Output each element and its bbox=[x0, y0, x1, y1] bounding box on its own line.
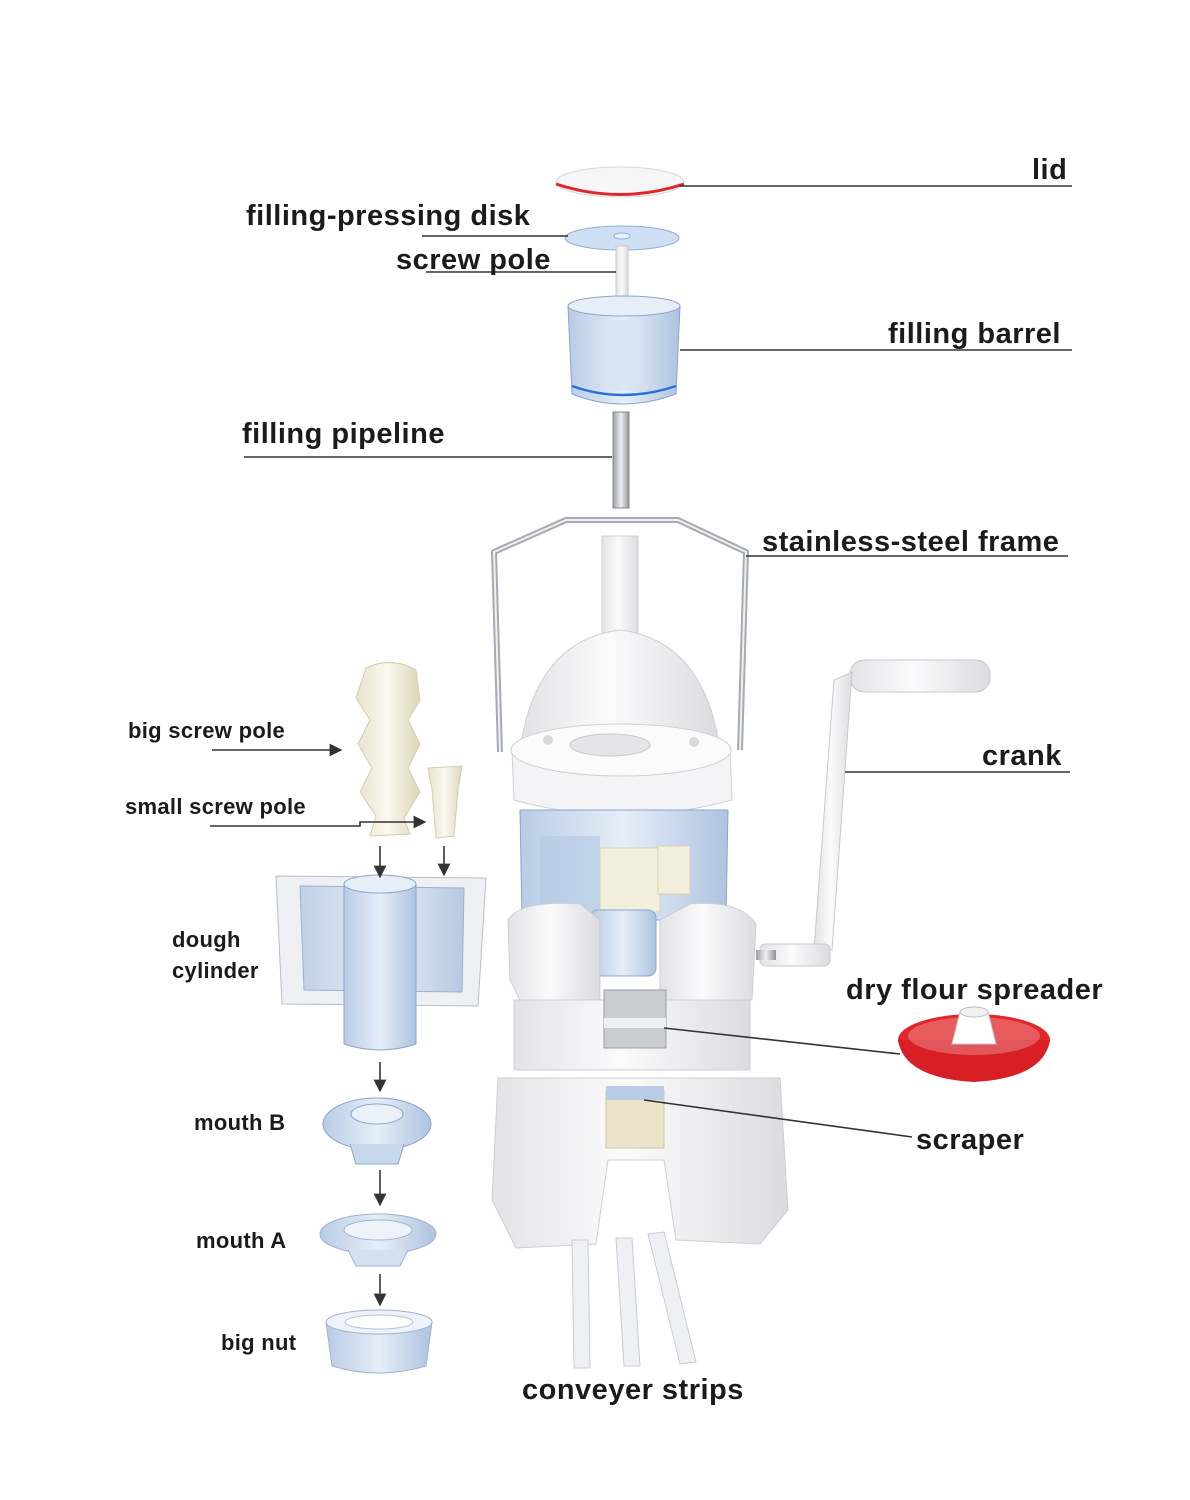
filling-pipeline-part bbox=[612, 411, 630, 509]
lid-part bbox=[555, 166, 685, 198]
conveyer-strips-part bbox=[571, 1231, 697, 1369]
label-stainless-steel-frame: stainless-steel frame bbox=[762, 526, 1060, 558]
label-filling-pressing-disk: filling-pressing disk bbox=[246, 200, 531, 232]
label-mouth-b: mouth B bbox=[194, 1110, 286, 1135]
label-dough-cylinder: dough cylinder bbox=[172, 927, 259, 983]
arrows bbox=[210, 743, 451, 1307]
label-filling-barrel: filling barrel bbox=[888, 318, 1061, 350]
arrow-small-screw-pole bbox=[210, 815, 427, 829]
dough-cylinder-part bbox=[275, 874, 487, 1051]
label-dry-flour-spreader: dry flour spreader bbox=[846, 974, 1104, 1006]
small-screw-pole-part bbox=[427, 765, 463, 839]
leader-dry-flour-spreader bbox=[663, 1027, 901, 1055]
label-lid: lid bbox=[1032, 154, 1068, 186]
filling-pressing-disk-part bbox=[564, 225, 680, 251]
label-screw-pole: screw pole bbox=[396, 244, 551, 276]
big-screw-pole-part bbox=[355, 662, 421, 837]
label-big-nut: big nut bbox=[221, 1330, 297, 1355]
mouth-a-part bbox=[319, 1213, 437, 1267]
leader-lines bbox=[244, 185, 1072, 1138]
leader-scraper bbox=[643, 1099, 913, 1138]
machine-body bbox=[491, 535, 789, 1249]
label-scraper: scraper bbox=[916, 1124, 1025, 1156]
label-filling-pipeline: filling pipeline bbox=[242, 418, 445, 450]
label-conveyer-strips: conveyer strips bbox=[522, 1374, 744, 1406]
label-big-screw-pole: big screw pole bbox=[128, 718, 286, 743]
screw-pole-part bbox=[615, 245, 629, 299]
label-mouth-a: mouth A bbox=[196, 1228, 287, 1253]
dry-flour-spreader-part bbox=[898, 1006, 1050, 1082]
filling-barrel-part bbox=[567, 295, 681, 405]
crank-part bbox=[756, 659, 991, 967]
big-nut-part bbox=[325, 1309, 433, 1374]
label-crank: crank bbox=[982, 740, 1062, 772]
stainless-steel-frame-part bbox=[491, 517, 749, 753]
label-small-screw-pole: small screw pole bbox=[125, 794, 306, 819]
mouth-b-part bbox=[322, 1097, 432, 1165]
